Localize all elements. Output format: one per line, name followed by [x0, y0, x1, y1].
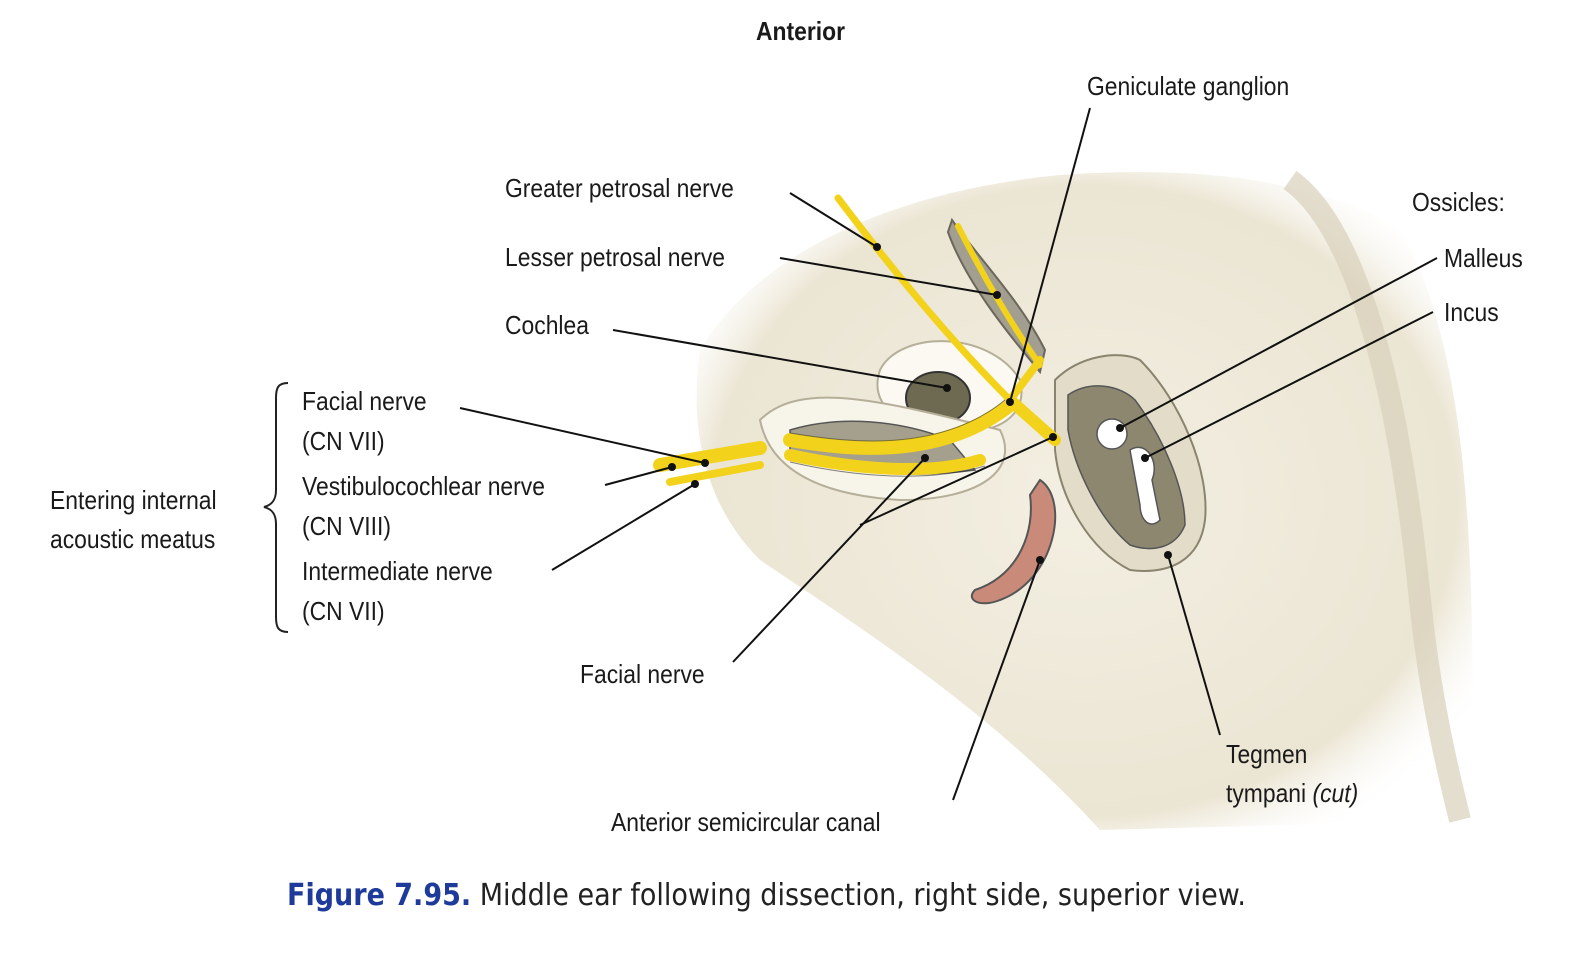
label-facial-nerve-cn: (CN VII) — [302, 426, 385, 456]
nerves — [653, 194, 1061, 486]
orientation-label: Anterior — [756, 16, 845, 46]
caption-text: Middle ear following dissection, right s… — [471, 878, 1246, 913]
brace — [263, 382, 289, 633]
tegmen-cut-text: (cut) — [1312, 778, 1359, 808]
label-facial-nerve-bottom: Facial nerve — [580, 659, 705, 689]
leader-lines — [459, 107, 1438, 801]
label-greater-petrosal-nerve: Greater petrosal nerve — [505, 173, 734, 203]
label-tegmen-line2: tympani (cut) — [1226, 773, 1358, 813]
label-lesser-petrosal-nerve: Lesser petrosal nerve — [505, 242, 726, 272]
anterior-semicircular-canal — [970, 478, 1057, 605]
label-intermediate-nerve: Intermediate nerve — [302, 556, 493, 586]
tegmen-text: tympani — [1226, 778, 1307, 808]
figure-caption: Figure 7.95. Middle ear following dissec… — [287, 878, 1246, 913]
label-cochlea: Cochlea — [505, 310, 589, 340]
label-intermediate-cn: (CN VII) — [302, 596, 385, 626]
label-incus: Incus — [1444, 297, 1499, 327]
figure-number: Figure 7.95. — [287, 878, 472, 913]
label-vestibulocochlear-cn: (CN VIII) — [302, 511, 391, 541]
label-entering-line1: Entering internal — [50, 485, 217, 515]
incus — [1129, 446, 1161, 525]
label-anterior-semicircular-canal: Anterior semicircular canal — [611, 807, 881, 837]
label-geniculate-ganglion: Geniculate ganglion — [1087, 71, 1290, 101]
label-entering-line2: acoustic meatus — [50, 524, 216, 554]
label-malleus: Malleus — [1444, 243, 1523, 273]
malleus — [1096, 418, 1128, 450]
label-tegmen-line1: Tegmen — [1226, 739, 1308, 769]
label-vestibulocochlear-nerve: Vestibulocochlear nerve — [302, 471, 545, 501]
label-ossicles: Ossicles: — [1412, 187, 1505, 217]
leader-dots — [668, 243, 1172, 564]
label-facial-nerve-top: Facial nerve — [302, 386, 427, 416]
